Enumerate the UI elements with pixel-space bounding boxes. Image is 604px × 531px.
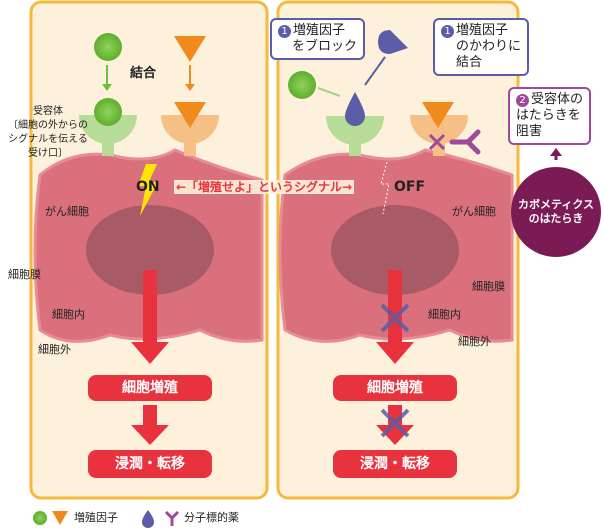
drug-drop-icon — [345, 92, 365, 126]
callout-line: をブロック — [292, 39, 358, 54]
receptor-line: シグナルを伝える — [8, 134, 88, 145]
cancer-cell-label: がん細胞 — [452, 205, 496, 218]
inside-label: 細胞内 — [428, 308, 461, 321]
proliferation-box: 細胞増殖 — [88, 375, 212, 401]
legend-targeted-drug: 分子標的薬 — [184, 511, 239, 524]
growth-factor-triangle — [174, 36, 206, 62]
metastasis-box: 浸潤・転移 — [88, 450, 212, 478]
receptor-label: 受容体 〔細胞の外からの シグナルを伝える 受け口〕 — [8, 105, 88, 161]
num-badge: 2 — [516, 94, 529, 107]
outside-label: 細胞外 — [458, 335, 491, 348]
on-label: ON — [136, 179, 160, 195]
receptor-line: 〔細胞の外からの — [8, 120, 88, 131]
callout-line: 増殖因子 — [456, 23, 509, 38]
membrane-label: 細胞膜 — [472, 280, 505, 293]
receptor-green-left — [79, 115, 137, 156]
drug-action-label: カボメティクス のはたらき — [511, 198, 601, 226]
cancer-cell-label: がん細胞 — [45, 205, 89, 218]
callout-line: 受容体の — [531, 92, 584, 107]
drug-action-line: のはたらき — [528, 212, 584, 225]
num-badge: 1 — [278, 25, 291, 38]
membrane-label: 細胞膜 — [8, 268, 41, 281]
growth-factor-circle — [94, 33, 122, 61]
metastasis-box: 浸潤・転移 — [333, 450, 457, 478]
callout-line: はたらきを — [516, 108, 581, 123]
signal-label: ←「増殖せよ」というシグナル→ — [174, 180, 355, 194]
callout-line: 結合 — [456, 55, 483, 70]
receptor-green-right — [326, 116, 384, 156]
num-badge: 1 — [441, 25, 454, 38]
receptor-orange-left — [161, 115, 219, 156]
off-label: OFF — [394, 179, 426, 195]
receptor-line: 受容体 — [33, 106, 63, 117]
nucleus-right — [331, 205, 459, 295]
callout-line: のかわりに — [456, 39, 522, 54]
legend-growth-factor: 増殖因子 — [74, 511, 118, 524]
nucleus-left — [86, 205, 214, 295]
drug-y-icon — [449, 129, 481, 155]
inside-label: 細胞内 — [52, 308, 85, 321]
drug-action-line: カボメティクス — [517, 198, 594, 211]
outside-label: 細胞外 — [38, 343, 71, 356]
block-x-icon — [428, 133, 446, 151]
binding-label: 結合 — [130, 66, 157, 81]
receptor-orange-right — [410, 115, 468, 156]
drug-action-circle — [511, 167, 601, 257]
callout-line: 阻害 — [516, 124, 543, 139]
proliferation-box: 細胞増殖 — [333, 375, 457, 401]
lightning-icon — [138, 164, 158, 216]
receptor-line: 受け口〕 — [28, 148, 68, 159]
callout-line: 増殖因子 — [293, 23, 346, 38]
